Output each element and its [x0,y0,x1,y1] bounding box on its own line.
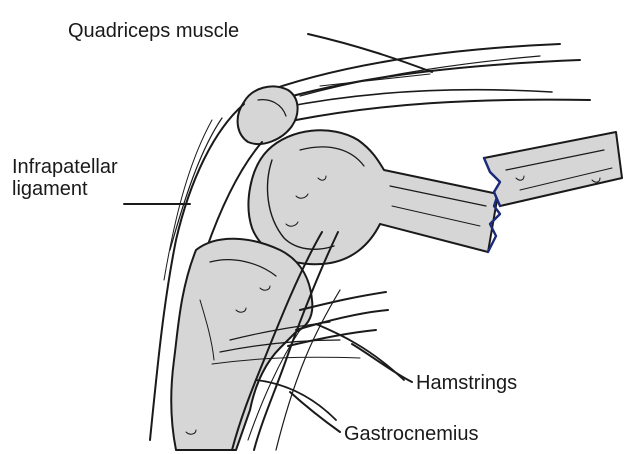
infrapatellar-ligament-label: Infrapatellar ligament [12,156,118,200]
quadriceps-muscle [248,44,590,120]
femur-shaft-fragment [484,132,622,206]
infrapatellar-label-line1: Infrapatellar [12,156,118,178]
gastrocnemius-label: Gastrocnemius [344,423,479,445]
femur [249,130,498,264]
hamstrings-label: Hamstrings [416,372,517,394]
hamstrings-leader-line [352,344,412,382]
gastrocnemius-leader-line [290,392,340,432]
quadriceps-leader-line [308,34,432,72]
quadriceps-muscle-label: Quadriceps muscle [68,20,239,42]
infrapatellar-label-line2: ligament [12,178,118,200]
